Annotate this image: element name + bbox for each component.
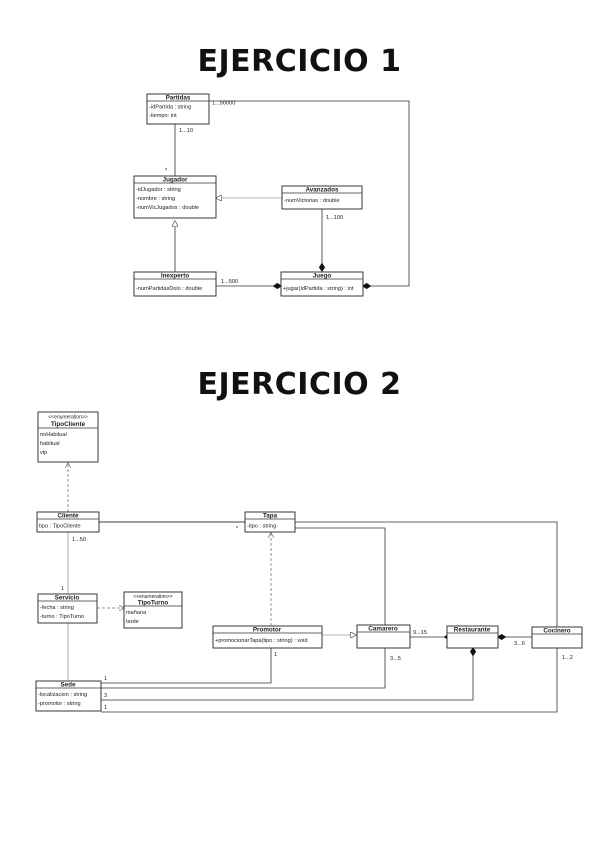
jugador-attr-1: -nombre : string [136, 196, 175, 202]
avanzados-attr-0: -numVictorias : double [284, 198, 340, 204]
cocinero-sede-association [101, 648, 558, 713]
tipoturno-stereotype: <<enumeration>> [133, 594, 173, 600]
class-sede: Sede -localizacion : string -promotor : … [35, 680, 102, 712]
mult-cliente-servicio-bottom: 1 [61, 586, 64, 592]
mult-restaurante-cocinero: 3...6 [514, 641, 525, 647]
enum-tipocliente-name: TipoCliente [51, 421, 86, 428]
tipoturno-attr-0: mañana [126, 610, 147, 616]
class-cocinero: Cocinero [531, 626, 583, 649]
mult-cocinero-sede: 1...2 [562, 655, 573, 661]
partidas-attr-1: -tiempo: int [149, 113, 177, 119]
tipocliente-attr-0: noHabitual [40, 432, 67, 438]
partidas-juego-association [209, 100, 410, 286]
ex1-diagram: Partidas -idPartida : string -tiempo: in… [133, 93, 410, 297]
mult-camarero-sede: 3...5 [390, 656, 401, 662]
class-restaurante-name: Restaurante [454, 627, 491, 634]
mult-sede-1b: 1 [104, 705, 107, 711]
class-cliente-name: Cliente [58, 513, 79, 520]
class-avanzados-name: Avanzados [305, 187, 339, 194]
ejercicio-2-title: EJERCICIO 2 [197, 367, 402, 402]
sede-restaurante-composition [101, 648, 473, 701]
mult-cliente-servicio-top: 1...50 [72, 537, 86, 543]
cliente-attr-0: tipo : TipoCliente [39, 524, 81, 530]
class-avanzados: Avanzados -numVictorias : double [281, 185, 363, 210]
class-camarero: Camarero [356, 624, 411, 649]
class-promotor: Promotor +promocionarTapa(tipo : string)… [212, 625, 323, 649]
sede-attr-1: -promotor : string [38, 701, 81, 707]
partidas-attr-0: -idPartida : string [149, 105, 191, 111]
tapa-cocinero-association [295, 521, 558, 627]
servicio-attr-0: -fecha : string [40, 605, 74, 611]
class-servicio: Servicio -fecha : string -turno : TipoTu… [37, 593, 98, 624]
mult-avanzados-juego: 1...100 [326, 215, 343, 221]
class-promotor-name: Promotor [253, 627, 282, 634]
ejercicio-1-title: EJERCICIO 1 [197, 44, 402, 79]
mult-inexperto-juego: 1...500 [221, 279, 238, 285]
class-sede-name: Sede [60, 682, 76, 689]
inexperto-attr-0: -numPartidasDolo : double [136, 286, 202, 292]
jugador-attr-2: -numVicJugados : double [136, 205, 199, 211]
class-tapa: Tapa -tipo : string [244, 511, 296, 533]
jugador-attr-0: -idJugador : string [136, 187, 181, 193]
mult-partidas-jugador-top: 1...10 [179, 128, 193, 134]
mult-cliente-tapa: * [236, 526, 239, 532]
promotor-attr-0: +promocionarTapa(tipo : string) : void [215, 638, 308, 644]
camarero-sede-association [101, 648, 386, 689]
enum-tipoturno: <<enumeration>> TipoTurno mañana tarde [123, 591, 183, 629]
class-tapa-name: Tapa [263, 513, 278, 520]
ex2-diagram: <<enumeration>> TipoCliente noHabitual h… [35, 411, 583, 713]
class-juego-name: Juego [313, 273, 332, 280]
class-jugador-name: Jugador [163, 177, 188, 184]
class-inexperto: Inexperto -numPartidasDolo : double [133, 271, 217, 297]
enum-tipoturno-name: TipoTurno [138, 600, 169, 607]
class-jugador: Jugador -idJugador : string -nombre : st… [133, 175, 217, 219]
servicio-attr-1: -turno : TipoTurno [40, 614, 84, 620]
mult-partidas-juego: 1...50000 [212, 101, 235, 107]
class-juego: Juego +jugar(idPartida : string) : int [280, 271, 364, 297]
mult-camarero-restaurante: 9...15 [413, 630, 427, 636]
promotor-sede-association [101, 648, 272, 684]
class-cocinero-name: Cocinero [543, 628, 570, 635]
tapa-camarero-association [295, 527, 386, 625]
mult-promotor-sede: 1 [274, 652, 277, 658]
enum-tipocliente: <<enumeration>> TipoCliente noHabitual h… [37, 411, 99, 463]
mult-partidas-jugador-bottom: * [165, 168, 168, 174]
class-inexperto-name: Inexperto [161, 273, 189, 280]
juego-attr-0: +jugar(idPartida : string) : int [283, 286, 354, 292]
class-cliente: Cliente tipo : TipoCliente [36, 511, 100, 533]
tipocliente-stereotype: <<enumeration>> [48, 415, 88, 421]
tipocliente-attr-1: habitual [40, 441, 60, 447]
tipocliente-attr-2: vip [40, 450, 47, 456]
class-camarero-name: Camarero [368, 626, 398, 633]
tapa-attr-0: -tipo : string [247, 524, 276, 530]
class-partidas: Partidas -idPartida : string -tiempo: in… [146, 93, 210, 125]
class-servicio-name: Servicio [55, 595, 80, 602]
class-restaurante: Restaurante [446, 625, 499, 649]
tipoturno-attr-1: tarde [126, 619, 139, 625]
mult-sede-1: 1 [104, 676, 107, 682]
class-partidas-name: Partidas [166, 95, 191, 102]
mult-sede-3: 3 [104, 693, 107, 699]
sede-attr-0: -localizacion : string [38, 692, 87, 698]
